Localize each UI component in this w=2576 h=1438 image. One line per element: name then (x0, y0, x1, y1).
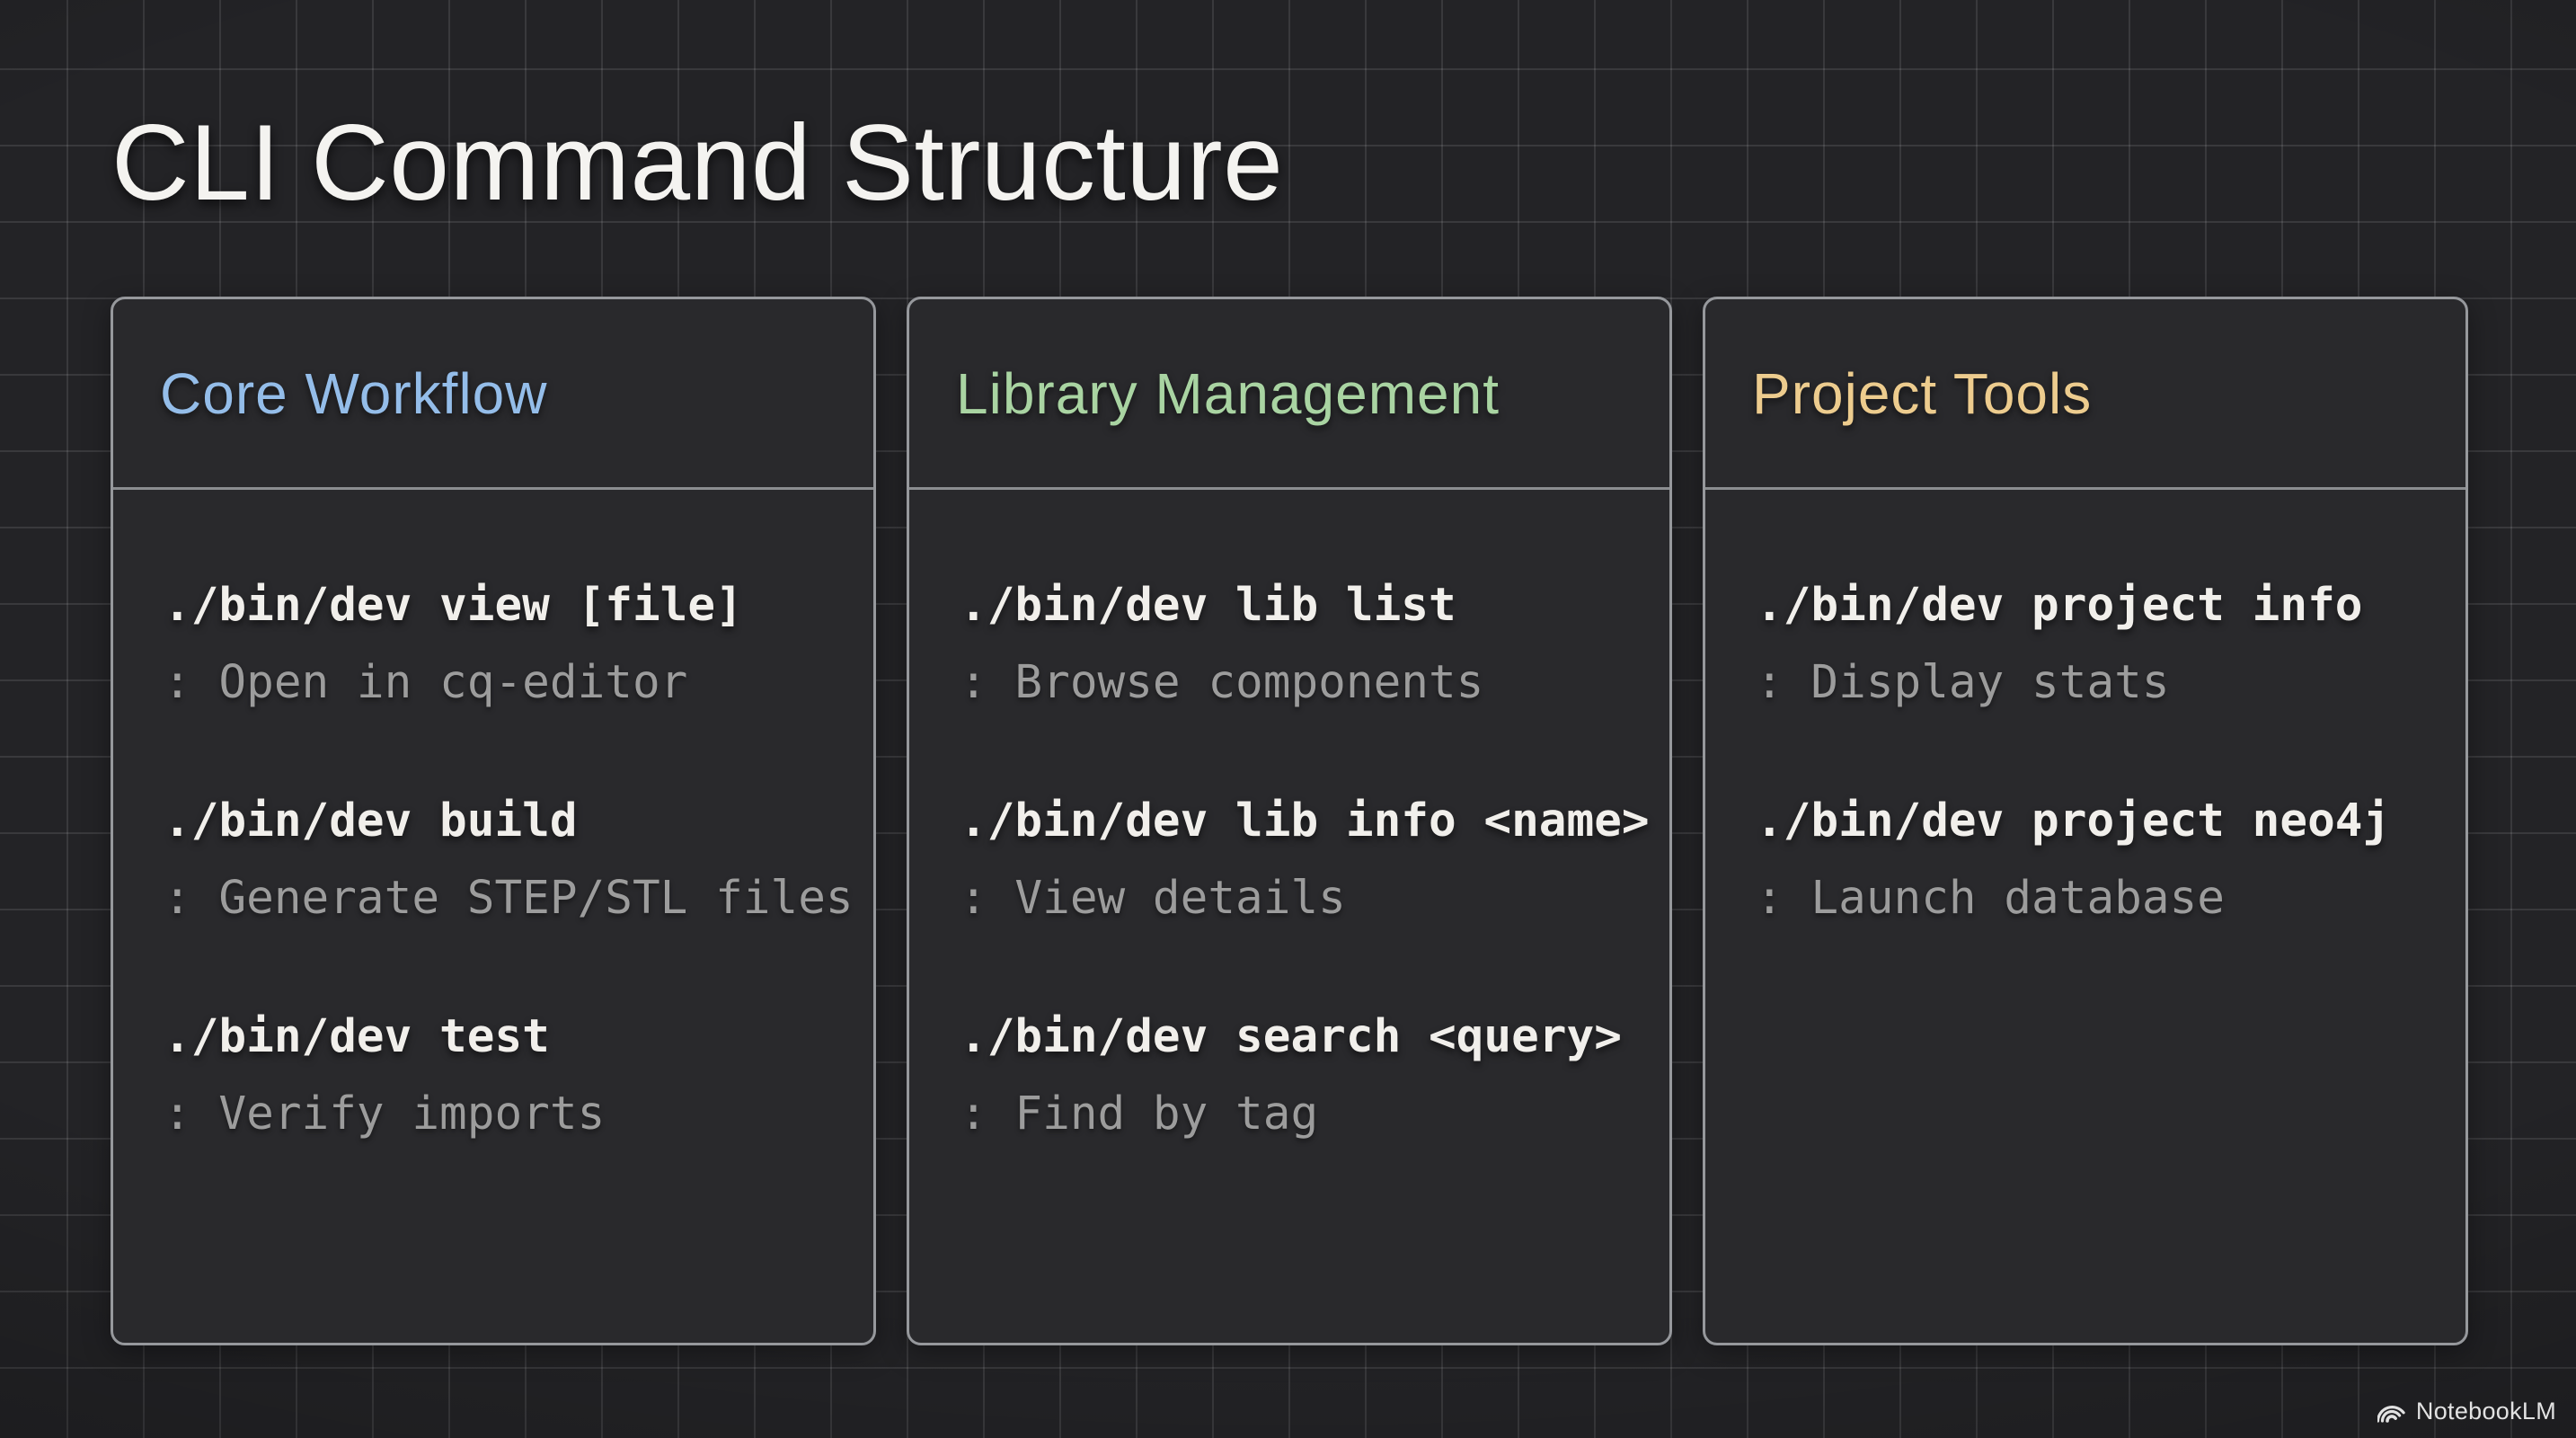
command-description: : Open in cq-editor (164, 656, 688, 709)
card-header: Project Tools (1705, 299, 2465, 490)
card-title-library-management: Library Management (956, 360, 1500, 426)
command-entry: ./bin/dev project info : Display stats (1756, 567, 2444, 722)
command-entry: ./bin/dev lib list : Browse components (960, 567, 1648, 722)
command-text: ./bin/dev lib info <name> (960, 794, 1650, 848)
command-entry: ./bin/dev build : Generate STEP/STL file… (164, 783, 854, 937)
card-header: Core Workflow (113, 299, 873, 490)
cards-row: Core Workflow ./bin/dev view [file] : Op… (111, 297, 2468, 1345)
command-entry: ./bin/dev view [file] : Open in cq-edito… (164, 567, 852, 722)
command-text: ./bin/dev search <query> (960, 1010, 1622, 1063)
card-title-project-tools: Project Tools (1752, 360, 2093, 426)
command-entry: ./bin/dev project neo4j : Launch databas… (1756, 783, 2444, 937)
command-description: : Browse components (960, 656, 1484, 709)
watermark-label: NotebookLM (2415, 1398, 2556, 1425)
notebooklm-logo-icon (2377, 1398, 2408, 1425)
watermark: NotebookLM (2377, 1398, 2556, 1425)
command-description: : Find by tag (960, 1087, 1319, 1141)
command-text: ./bin/dev project info (1756, 579, 2363, 632)
command-description: : Launch database (1756, 872, 2225, 925)
command-description: : Generate STEP/STL files (164, 872, 854, 925)
card-project-tools: Project Tools ./bin/dev project info : D… (1703, 297, 2468, 1345)
command-text: ./bin/dev test (164, 1010, 550, 1063)
card-header: Library Management (909, 299, 1669, 490)
card-body: ./bin/dev view [file] : Open in cq-edito… (113, 490, 873, 1343)
command-description: : View details (960, 872, 1346, 925)
command-entry: ./bin/dev lib info <name> : View details (960, 783, 1650, 937)
page-title: CLI Command Structure (111, 102, 1284, 223)
card-title-core-workflow: Core Workflow (160, 360, 548, 426)
command-text: ./bin/dev view [file] (164, 579, 743, 632)
card-library-management: Library Management ./bin/dev lib list : … (907, 297, 1672, 1345)
card-body: ./bin/dev project info : Display stats .… (1705, 490, 2465, 1343)
command-entry: ./bin/dev test : Verify imports (164, 999, 852, 1153)
command-description: : Verify imports (164, 1087, 606, 1141)
command-text: ./bin/dev build (164, 794, 578, 848)
card-body: ./bin/dev lib list : Browse components .… (909, 490, 1669, 1343)
command-description: : Display stats (1756, 656, 2170, 709)
command-text: ./bin/dev project neo4j (1756, 794, 2391, 848)
command-text: ./bin/dev lib list (960, 579, 1456, 632)
card-core-workflow: Core Workflow ./bin/dev view [file] : Op… (111, 297, 876, 1345)
command-entry: ./bin/dev search <query> : Find by tag (960, 999, 1648, 1153)
